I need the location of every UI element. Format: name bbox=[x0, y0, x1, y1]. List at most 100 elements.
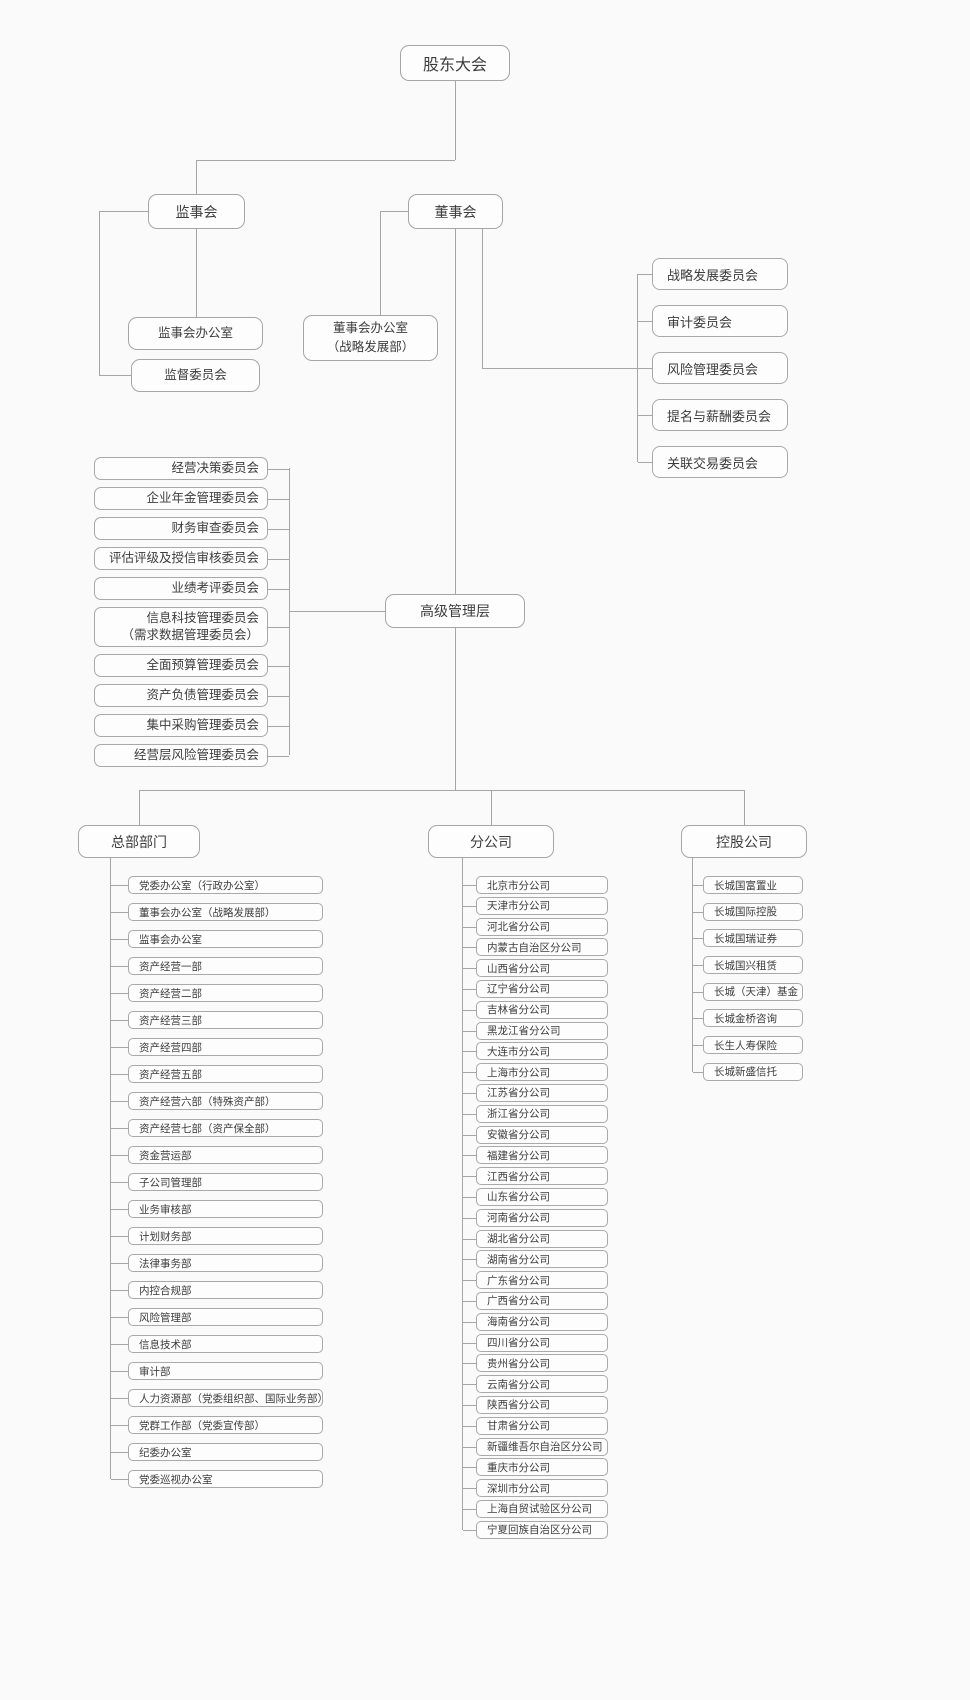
holding-company-label: 长城国兴租赁 bbox=[714, 959, 777, 972]
hq-department-node: 党委巡视办公室 bbox=[111, 1470, 323, 1488]
management-committee-node: 评估评级及授信审核委员会 bbox=[94, 547, 289, 570]
branch-label: 上海市分公司 bbox=[487, 1066, 550, 1079]
branch-node: 安徽省分公司 bbox=[463, 1125, 608, 1144]
branch-label: 河南省分公司 bbox=[487, 1212, 550, 1225]
hq-department-label: 党委巡视办公室 bbox=[139, 1473, 213, 1486]
hq-department-label: 资产经营四部 bbox=[139, 1041, 202, 1054]
management-committee-label: 企业年金管理委员会 bbox=[146, 491, 259, 505]
hq-department-label: 资金营运部 bbox=[139, 1149, 192, 1162]
holding-company-node: 长城新盛信托 bbox=[693, 1062, 803, 1081]
board-committee-label: 提名与薪酬委员会 bbox=[667, 408, 772, 424]
holding-companies-list: 长城国富置业 长城国际控股 长城国瑞证券 长城国兴租赁 长城（天津）基金 长城金… bbox=[693, 876, 803, 1081]
branch-label: 宁夏回族自治区分公司 bbox=[487, 1524, 592, 1537]
branch-node: 天津市分公司 bbox=[463, 896, 608, 915]
connector-line bbox=[462, 858, 463, 1530]
branch-label: 黑龙江省分公司 bbox=[487, 1025, 561, 1038]
connector-line bbox=[139, 790, 744, 791]
branch-label: 贵州省分公司 bbox=[487, 1357, 550, 1370]
branch-label: 安徽省分公司 bbox=[487, 1129, 550, 1142]
node-holding-companies-header: 控股公司 bbox=[681, 825, 807, 858]
connector-line bbox=[196, 160, 455, 161]
branch-label: 山东省分公司 bbox=[487, 1191, 550, 1204]
management-committee-node: 业绩考评委员会 bbox=[94, 577, 289, 600]
management-committee-label: 经营决策委员会 bbox=[171, 461, 259, 475]
management-committee-node: 资产负债管理委员会 bbox=[94, 684, 289, 707]
branch-label: 陕西省分公司 bbox=[487, 1399, 550, 1412]
branch-node: 河北省分公司 bbox=[463, 917, 608, 936]
branch-node: 福建省分公司 bbox=[463, 1146, 608, 1165]
node-supervisory-board: 监事会 bbox=[148, 194, 245, 229]
hq-department-label: 监事会办公室 bbox=[139, 933, 202, 946]
branch-label: 上海自贸试验区分公司 bbox=[487, 1503, 592, 1516]
branch-node: 内蒙古自治区分公司 bbox=[463, 938, 608, 957]
hq-department-label: 资产经营一部 bbox=[139, 960, 202, 973]
board-committee-node: 战略发展委员会 bbox=[638, 258, 788, 290]
branch-node: 山西省分公司 bbox=[463, 959, 608, 978]
management-committee-node: 企业年金管理委员会 bbox=[94, 487, 289, 510]
hq-department-label: 信息技术部 bbox=[139, 1338, 192, 1351]
hq-department-label: 党群工作部（党委宣传部） bbox=[139, 1419, 265, 1432]
hq-department-node: 党群工作部（党委宣传部） bbox=[111, 1416, 323, 1434]
node-shareholders-meeting: 股东大会 bbox=[400, 45, 510, 81]
branch-label: 重庆市分公司 bbox=[487, 1461, 550, 1474]
branch-label: 浙江省分公司 bbox=[487, 1108, 550, 1121]
branch-node: 湖南省分公司 bbox=[463, 1250, 608, 1269]
hq-department-label: 子公司管理部 bbox=[139, 1176, 202, 1189]
hq-department-node: 风险管理部 bbox=[111, 1308, 323, 1326]
branch-node: 河南省分公司 bbox=[463, 1208, 608, 1227]
branch-node: 北京市分公司 bbox=[463, 876, 608, 894]
branch-label: 江苏省分公司 bbox=[487, 1087, 550, 1100]
branches-list: 北京市分公司 天津市分公司 河北省分公司 内蒙古自治区分公司 山西省分公司 辽宁… bbox=[463, 876, 608, 1539]
node-senior-management: 高级管理层 bbox=[385, 594, 525, 628]
branch-node: 上海自贸试验区分公司 bbox=[463, 1499, 608, 1518]
connector-line bbox=[455, 628, 456, 790]
holding-company-node: 长城国际控股 bbox=[693, 902, 803, 921]
branch-node: 陕西省分公司 bbox=[463, 1395, 608, 1414]
branch-node: 山东省分公司 bbox=[463, 1187, 608, 1206]
hq-department-node: 董事会办公室（战略发展部） bbox=[111, 903, 323, 921]
management-committee-node: 经营层风险管理委员会 bbox=[94, 744, 289, 767]
holding-company-node: 长生人寿保险 bbox=[693, 1036, 803, 1055]
holding-company-label: 长城（天津）基金 bbox=[714, 986, 798, 999]
branch-node: 江西省分公司 bbox=[463, 1167, 608, 1186]
branch-label: 湖北省分公司 bbox=[487, 1233, 550, 1246]
management-committee-node: 财务审查委员会 bbox=[94, 517, 289, 540]
management-committee-label: 业绩考评委员会 bbox=[171, 581, 259, 595]
hq-department-node: 资产经营二部 bbox=[111, 984, 323, 1002]
board-committees-list: 战略发展委员会 审计委员会 风险管理委员会 提名与薪酬委员会 关联交易委员会 bbox=[637, 258, 788, 478]
branch-node: 重庆市分公司 bbox=[463, 1458, 608, 1477]
holding-company-node: 长城国兴租赁 bbox=[693, 956, 803, 975]
branch-node: 上海市分公司 bbox=[463, 1063, 608, 1082]
management-committee-label: 财务审查委员会 bbox=[171, 521, 259, 535]
connector-line bbox=[290, 611, 385, 612]
management-committee-node: 信息科技管理委员会 （需求数据管理委员会） bbox=[94, 607, 289, 647]
hq-department-label: 人力资源部（党委组织部、国际业务部） bbox=[139, 1392, 328, 1405]
hq-department-node: 计划财务部 bbox=[111, 1227, 323, 1245]
hq-department-node: 资产经营四部 bbox=[111, 1038, 323, 1056]
hq-department-node: 党委办公室（行政办公室） bbox=[111, 876, 323, 894]
branch-node: 云南省分公司 bbox=[463, 1375, 608, 1394]
branch-node: 广西省分公司 bbox=[463, 1291, 608, 1310]
branch-label: 福建省分公司 bbox=[487, 1149, 550, 1162]
branch-label: 江西省分公司 bbox=[487, 1170, 550, 1183]
branch-node: 深圳市分公司 bbox=[463, 1479, 608, 1498]
branch-label: 甘肃省分公司 bbox=[487, 1420, 550, 1433]
branch-node: 海南省分公司 bbox=[463, 1312, 608, 1331]
node-board-of-directors: 董事会 bbox=[408, 194, 503, 229]
board-committee-node: 提名与薪酬委员会 bbox=[638, 399, 788, 431]
hq-department-label: 审计部 bbox=[139, 1365, 171, 1378]
branch-label: 河北省分公司 bbox=[487, 921, 550, 934]
board-committee-node: 关联交易委员会 bbox=[638, 446, 788, 478]
node-board-office: 董事会办公室 （战略发展部） bbox=[303, 315, 438, 361]
connector-line bbox=[455, 81, 456, 160]
hq-department-node: 资产经营五部 bbox=[111, 1065, 323, 1083]
branch-label: 新疆维吾尔自治区分公司 bbox=[487, 1441, 603, 1454]
branch-label: 广东省分公司 bbox=[487, 1274, 550, 1287]
management-committee-label: 资产负债管理委员会 bbox=[146, 688, 259, 702]
branch-label: 大连市分公司 bbox=[487, 1045, 550, 1058]
connector-line bbox=[99, 211, 148, 212]
connector-line bbox=[380, 211, 381, 315]
connector-line bbox=[637, 274, 638, 462]
branch-node: 吉林省分公司 bbox=[463, 1000, 608, 1019]
connector-line bbox=[455, 229, 456, 594]
